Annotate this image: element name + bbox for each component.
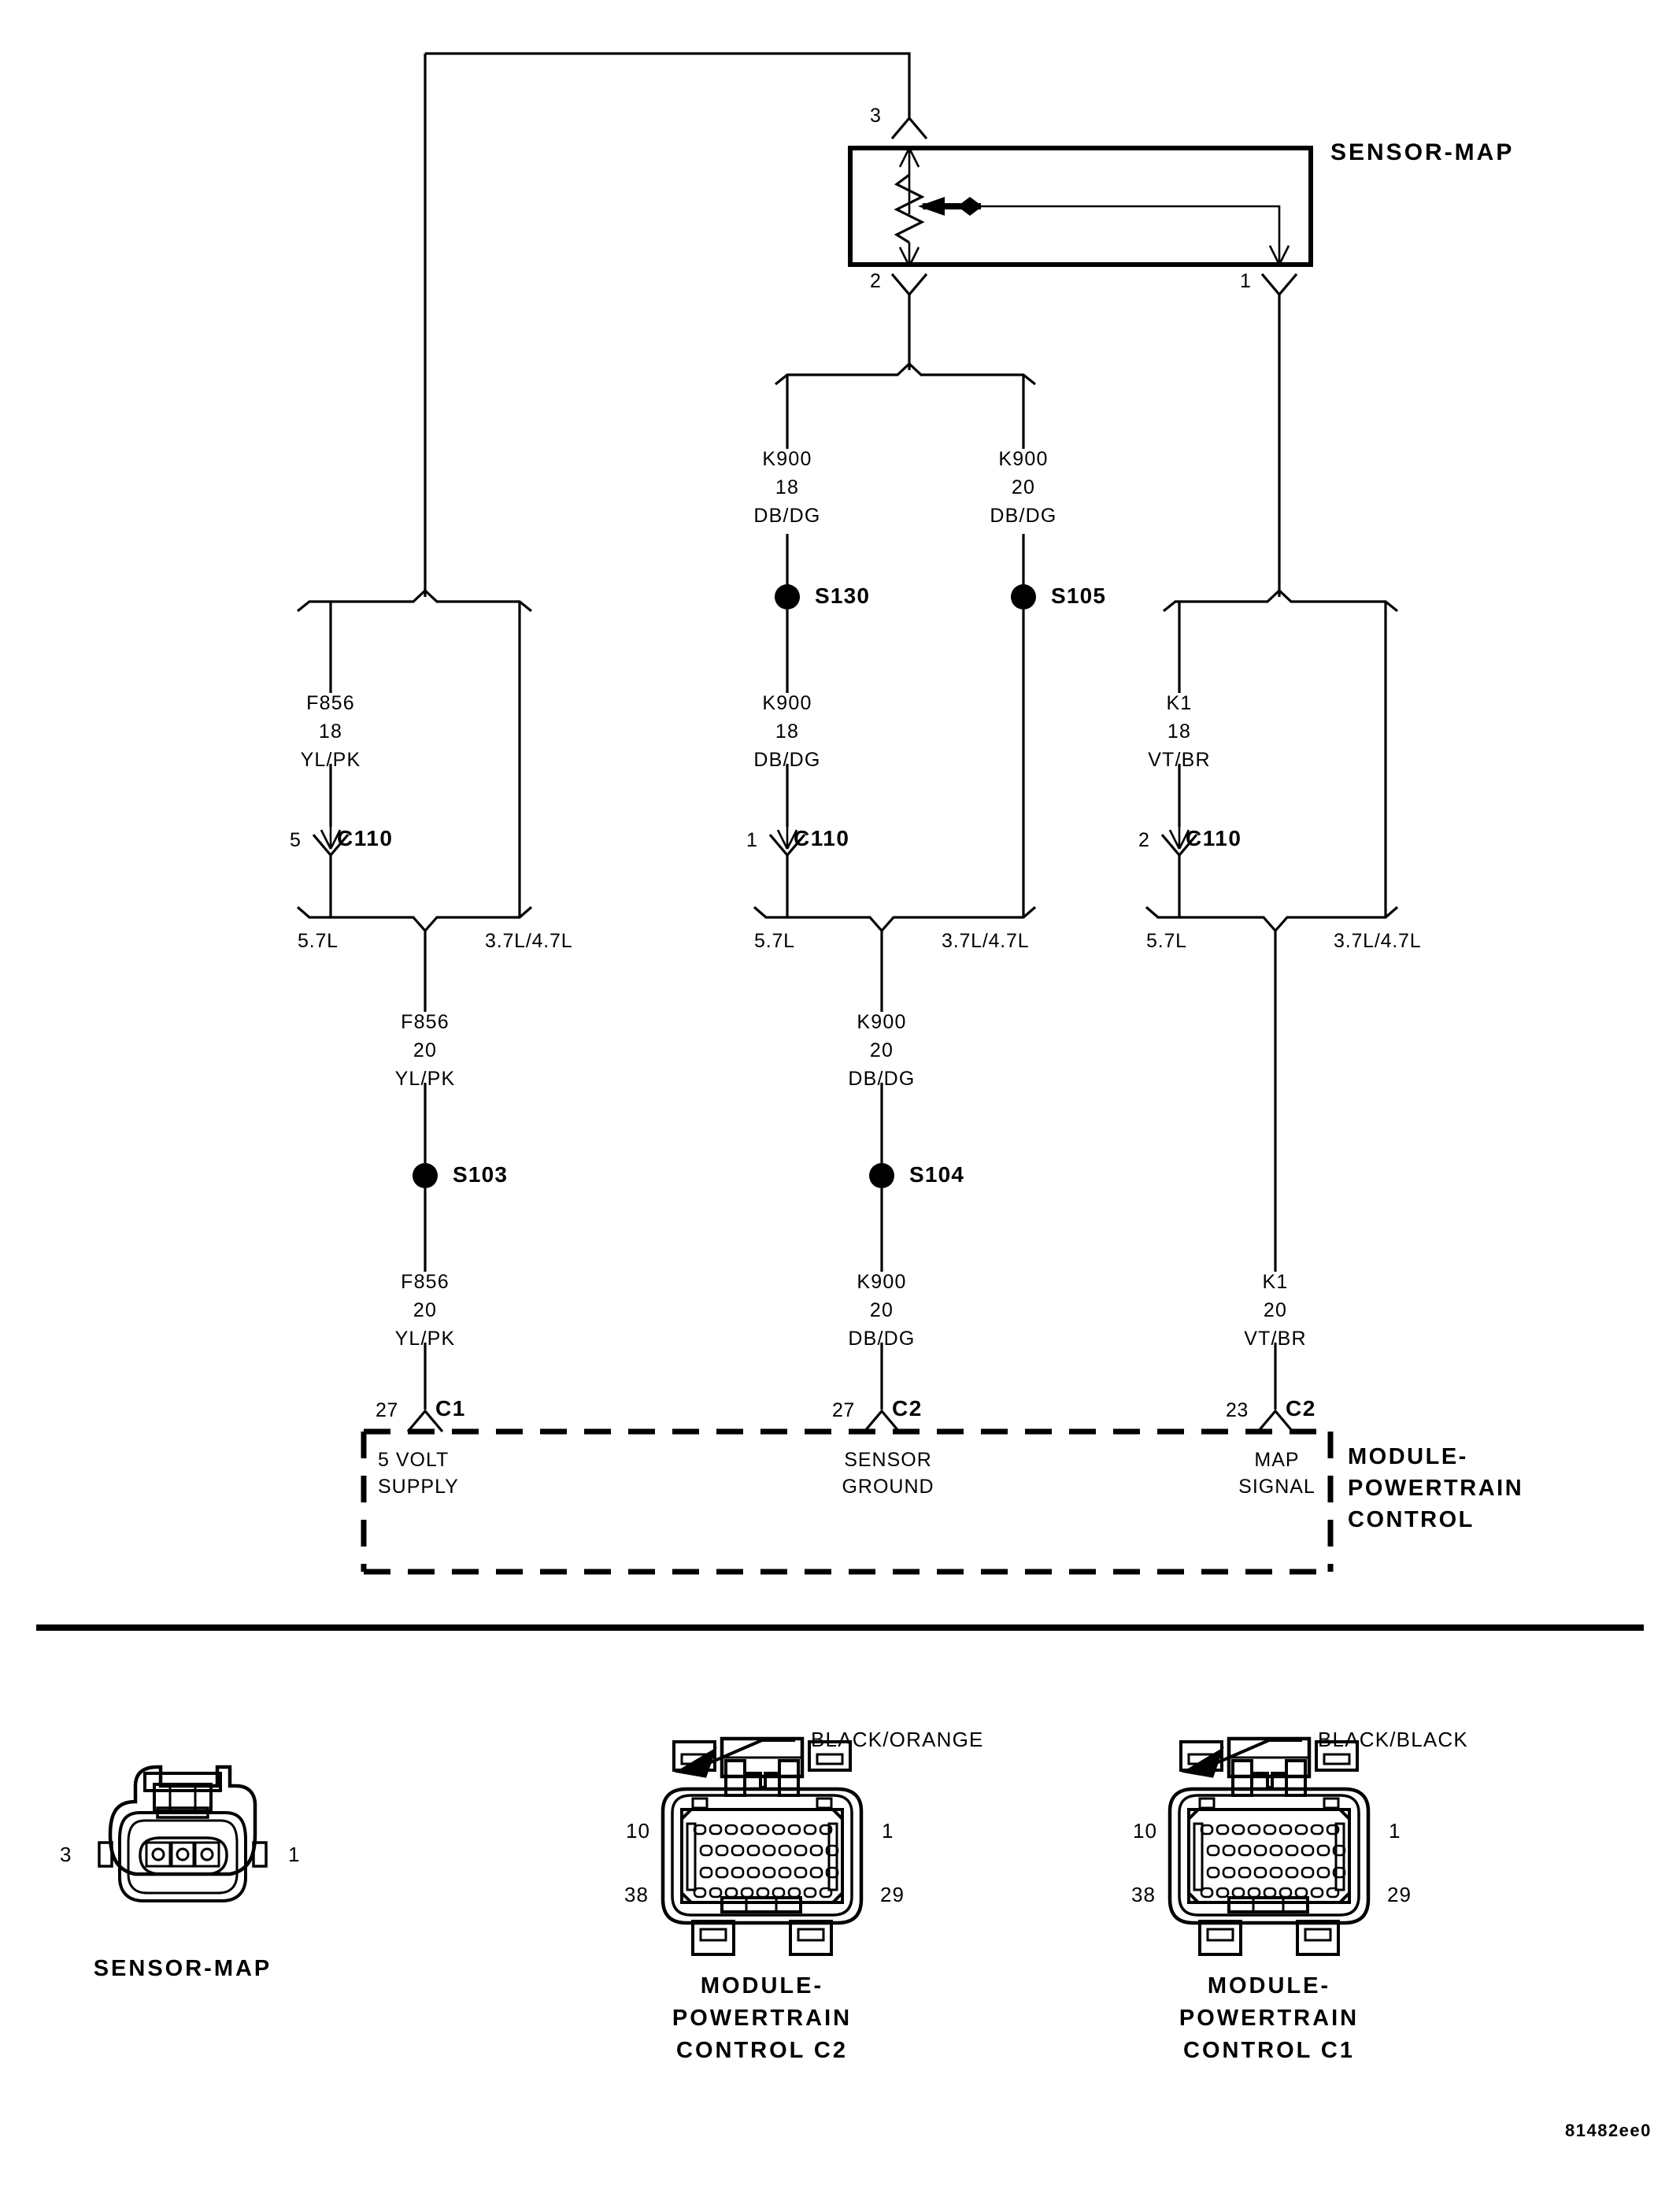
pcm-c2-view-pin-38: 38: [624, 1883, 649, 1906]
wire-label-supply-upper-color: YL/PK: [300, 749, 361, 771]
sensor-map-title: SENSOR-MAP: [1330, 139, 1515, 165]
wire-label-ground-mid-circuit: K900: [857, 1011, 907, 1033]
supply-engine-left-label: 5.7L: [298, 930, 339, 952]
pcm-c1-view-pin-38: 38: [1131, 1883, 1156, 1906]
wire-label-ground-left-upper-circuit: K900: [762, 448, 812, 470]
wire-label-signal-upper-circuit: K1: [1166, 692, 1193, 714]
pcm-c2-wire-callout: BLACK/ORANGE: [811, 1728, 984, 1751]
pcm-function-sensor-ground: SENSOR GROUND: [842, 1449, 934, 1498]
wire-label-ground-left-upper-gauge: 18: [775, 476, 800, 498]
sensor-map-view-title: SENSOR-MAP: [93, 1956, 272, 1981]
pcm-c2-pin23-chevron: [1256, 1409, 1294, 1433]
connector-face-sensor-map: [98, 1765, 268, 1902]
c110-signal-connector-name: C110: [1186, 826, 1242, 850]
splice-s103-dot: [413, 1163, 438, 1188]
wire-label-supply-mid-gauge: 20: [413, 1039, 438, 1061]
splice-s103-label: S103: [453, 1162, 509, 1187]
pcm-c2-signal-connector-name: C2: [1286, 1396, 1316, 1421]
ground-engine-right-label: 3.7L/4.7L: [942, 930, 1030, 952]
wire-label-ground-lower-gauge: 20: [869, 1299, 894, 1321]
pcm-c2-view-title: MODULE- POWERTRAIN CONTROL C2: [672, 1973, 853, 2064]
signal-merge-bracket: [1145, 906, 1399, 933]
pcm-c1-pin-number: 27: [376, 1399, 398, 1421]
pcm-dashed-outline: [361, 1428, 1334, 1575]
wire-label-signal-lower-circuit: K1: [1262, 1271, 1289, 1293]
ground-merge-bracket: [753, 906, 1037, 933]
wire-label-supply-mid-color: YL/PK: [394, 1068, 456, 1090]
wire-label-supply-upper-circuit: F856: [306, 692, 355, 714]
wire-label-supply-lower-color: YL/PK: [394, 1328, 456, 1350]
wire-label-supply-upper-gauge: 18: [318, 721, 343, 743]
ground-engine-left-label: 5.7L: [754, 930, 795, 952]
pcm-c1-connector-name: C1: [435, 1396, 466, 1421]
wire-label-ground-after-splice-gauge: 18: [775, 721, 800, 743]
splice-s130-dot: [775, 584, 800, 609]
wire-label-signal-upper-gauge: 18: [1167, 721, 1192, 743]
c110-signal-pin-number: 2: [1138, 829, 1150, 851]
pcm-c2-ground-connector-name: C2: [892, 1396, 923, 1421]
wire-label-signal-lower-color: VT/BR: [1244, 1328, 1307, 1350]
device-pin-2-label: 2: [870, 270, 882, 292]
pcm-c1-wire-callout: BLACK/BLACK: [1318, 1728, 1468, 1751]
pcm-c1-pin27-chevron: [406, 1409, 444, 1433]
wire-supply-top-run: [425, 52, 911, 120]
pcm-c2-signal-pin-number: 23: [1226, 1399, 1249, 1421]
sensor-map-view-pin-right: 1: [288, 1843, 301, 1866]
connector-face-pcm-c1: [1167, 1736, 1371, 1956]
pcm-c2-view-pin-1: 1: [882, 1819, 894, 1843]
supply-split-bracket: [297, 588, 532, 613]
pcm-c2-pin27-chevron: [863, 1409, 901, 1433]
pcm-c1-view-pin-29: 29: [1387, 1883, 1412, 1906]
wire-label-supply-lower-gauge: 20: [413, 1299, 438, 1321]
wire-label-ground-right-upper-circuit: K900: [998, 448, 1049, 470]
supply-merge-bracket: [296, 906, 533, 933]
wire-label-ground-right-upper-color: DB/DG: [990, 505, 1057, 527]
pcm-c1-view-title: MODULE- POWERTRAIN CONTROL C1: [1179, 1973, 1360, 2064]
wire-label-ground-right-upper-gauge: 20: [1011, 476, 1036, 498]
device-pin-3-label: 3: [870, 105, 882, 127]
ground-branch-bracket: [775, 361, 1036, 386]
supply-engine-right-label: 3.7L/4.7L: [485, 930, 573, 952]
splice-s105-label: S105: [1051, 583, 1107, 608]
pcm-c2-view-pin-10: 10: [626, 1819, 650, 1843]
wire-label-ground-after-splice-circuit: K900: [762, 692, 812, 714]
wire-label-ground-lower-color: DB/DG: [848, 1328, 916, 1350]
sensor-map-body: [848, 146, 1313, 267]
pcm-c2-ground-pin-number: 27: [832, 1399, 855, 1421]
wire-label-ground-mid-color: DB/DG: [848, 1068, 916, 1090]
device-pin-1-label: 1: [1240, 270, 1252, 292]
c110-supply-pin-number: 5: [290, 829, 302, 851]
splice-s130-label: S130: [815, 583, 871, 608]
pcm-function-map-signal: MAP SIGNAL: [1238, 1449, 1316, 1498]
pcm-module-label: MODULE- POWERTRAIN CONTROL: [1348, 1444, 1524, 1533]
connector-face-pcm-c2: [661, 1736, 864, 1956]
pcm-c2-view-pin-29: 29: [880, 1883, 905, 1906]
pcm-c1-view-pin-1: 1: [1389, 1819, 1401, 1843]
wire-label-ground-lower-circuit: K900: [857, 1271, 907, 1293]
pcm-function-5v-supply: 5 VOLT SUPPLY: [378, 1449, 459, 1498]
splice-s105-dot: [1011, 584, 1036, 609]
splice-s104-dot: [869, 1163, 894, 1188]
sensor-map-view-pin-left: 3: [60, 1843, 72, 1866]
document-id-code: 81482ee0: [1565, 2121, 1652, 2140]
wire-label-supply-mid-circuit: F856: [401, 1011, 450, 1033]
signal-engine-left-label: 5.7L: [1146, 930, 1187, 952]
c110-ground-connector-name: C110: [794, 826, 850, 850]
wire-label-signal-lower-gauge: 20: [1263, 1299, 1288, 1321]
splice-s104-label: S104: [909, 1162, 965, 1187]
wire-label-supply-lower-circuit: F856: [401, 1271, 450, 1293]
signal-engine-right-label: 3.7L/4.7L: [1334, 930, 1422, 952]
pcm-c1-view-pin-10: 10: [1133, 1819, 1157, 1843]
c110-ground-pin-number: 1: [746, 829, 758, 851]
c110-supply-connector-name: C110: [337, 826, 394, 850]
wire-label-ground-mid-gauge: 20: [869, 1039, 894, 1061]
wire-label-signal-upper-color: VT/BR: [1148, 749, 1211, 771]
wire-label-ground-left-upper-color: DB/DG: [753, 505, 821, 527]
wire-label-ground-after-splice-color: DB/DG: [753, 749, 821, 771]
